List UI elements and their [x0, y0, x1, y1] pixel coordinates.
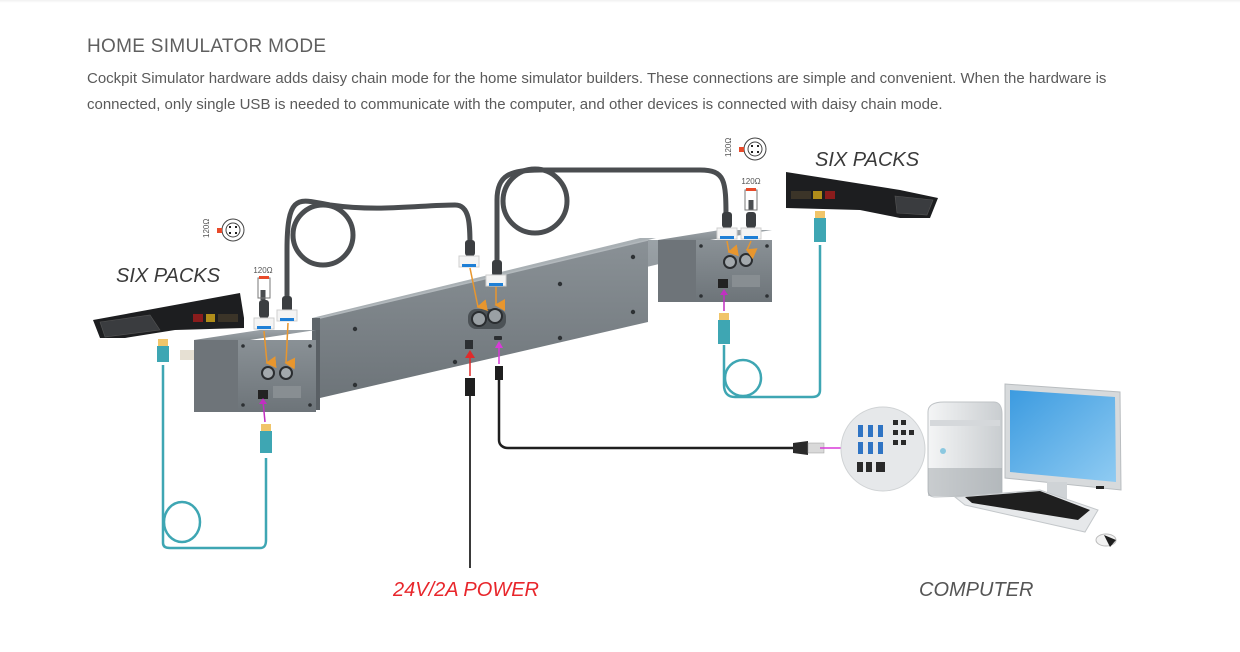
resistor-right: 120Ω [741, 177, 761, 211]
computer-rear-ports-zoom [840, 406, 926, 492]
right-module-box [658, 230, 772, 302]
daisy-chain-cable-right [494, 166, 729, 265]
computer-tower [927, 401, 1003, 498]
ethernet-plug-left-bottom [260, 424, 272, 453]
terminator-icon-left: 120Ω [202, 218, 245, 242]
ethernet-cable-left [161, 365, 268, 550]
plug-main-left [458, 240, 480, 268]
power-jack [465, 340, 473, 349]
computer-label: COMPUTER [919, 579, 1033, 601]
computer-monitor [1004, 383, 1122, 504]
ethernet-plug-right-bottom [718, 313, 730, 344]
resistor-label-left: 120Ω [253, 266, 272, 275]
computer-keyboard [953, 489, 1099, 533]
section-description: Cockpit Simulator hardware adds daisy ch… [87, 70, 1107, 113]
six-pack-panel-left [93, 293, 244, 338]
plug-left-module-1 [253, 300, 275, 330]
left-module-box [180, 330, 320, 412]
resistor-left: 120Ω [253, 266, 273, 299]
power-cable [465, 350, 475, 568]
daisy-chain-cable-left [284, 198, 473, 301]
plug-right-module-2 [740, 212, 762, 240]
plug-main-right [485, 260, 507, 287]
usb-port [494, 336, 502, 340]
ethernet-cable-right [722, 245, 822, 399]
six-packs-label-left: SIX PACKS [116, 265, 221, 287]
plug-right-module-1 [716, 212, 738, 240]
terminator-icon-right: 120Ω [724, 137, 767, 161]
resistor-label-right: 120Ω [741, 177, 760, 186]
main-box-can-connectors [468, 308, 506, 329]
six-packs-label-right: SIX PACKS [815, 149, 920, 171]
six-pack-panel-right [786, 172, 938, 218]
power-label: 24V/2A POWER [392, 579, 539, 601]
terminator-label-left: 120Ω [202, 219, 211, 238]
top-divider [0, 0, 1240, 3]
plug-left-module-2 [276, 296, 298, 322]
ethernet-plug-right-top [814, 211, 826, 242]
section-title: HOME SIMULATOR MODE [87, 36, 327, 57]
computer-mouse [1095, 533, 1117, 547]
ethernet-plug-left-top [157, 339, 169, 362]
terminator-label-right: 120Ω [724, 138, 733, 157]
